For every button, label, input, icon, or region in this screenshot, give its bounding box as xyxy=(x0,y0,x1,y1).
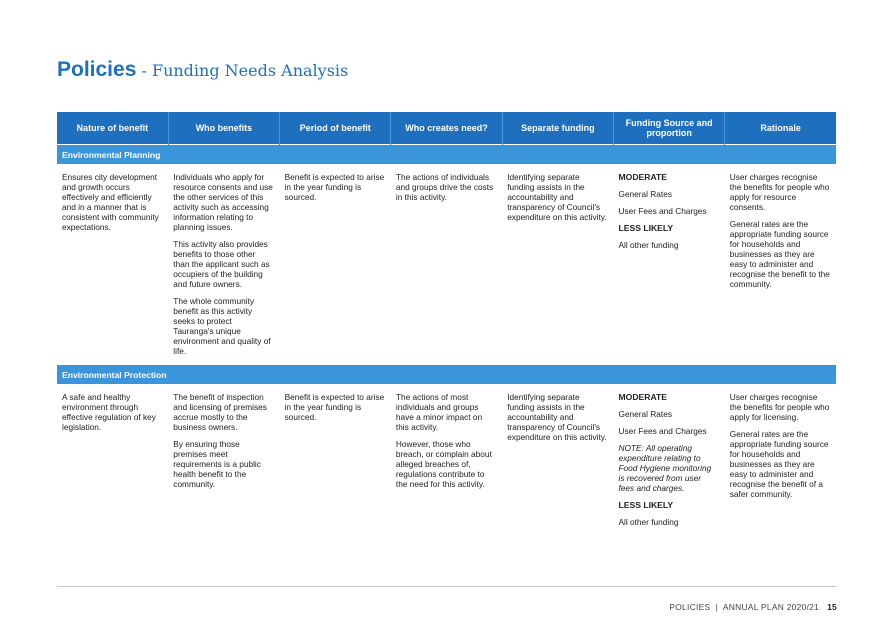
cell-text: The whole community benefit as this acti… xyxy=(173,296,271,356)
cell-period: Benefit is expected to arise in the year… xyxy=(280,384,391,535)
page-title-main: Policies xyxy=(57,58,137,81)
cell-text: Benefit is expected to arise in the year… xyxy=(284,172,385,202)
cell-text: However, those who breach, or complain a… xyxy=(395,439,492,489)
cell-nature: A safe and healthy environment through e… xyxy=(57,384,168,535)
cell-text: Individuals who apply for resource conse… xyxy=(173,172,273,232)
funding-item: User Fees and Charges xyxy=(618,426,707,436)
section-row: Environmental Planning xyxy=(57,144,837,164)
funding-item: All other funding xyxy=(618,517,679,527)
table-row: A safe and healthy environment through e… xyxy=(57,384,836,535)
header-funding-source: Funding Source and proportion xyxy=(613,112,726,145)
header-nature-of-benefit: Nature of benefit xyxy=(57,112,169,145)
footer-divider xyxy=(57,586,837,587)
cell-period: Benefit is expected to arise in the year… xyxy=(280,164,391,365)
footer-text: POLICIES | ANNUAL PLAN 2020/21 xyxy=(669,602,820,612)
cell-who-benefits: The benefit of inspection and licensing … xyxy=(168,384,279,535)
cell-text: Identifying separate funding assists in … xyxy=(507,172,607,222)
cell-text: Benefit is expected to arise in the year… xyxy=(284,392,385,422)
header-separate-funding: Separate funding xyxy=(502,112,614,145)
cell-text: The actions of most individuals and grou… xyxy=(395,392,483,432)
page-title: Policies - Funding Needs Analysis xyxy=(57,58,348,82)
section-row: Environmental Protection xyxy=(57,364,837,384)
cell-text: By ensuring those premises meet requirem… xyxy=(173,439,261,489)
funding-level: MODERATE xyxy=(618,172,668,182)
cell-text: Identifying separate funding assists in … xyxy=(507,392,607,442)
funding-item: All other funding xyxy=(618,240,679,250)
cell-rationale: User charges recognise the benefits for … xyxy=(725,384,836,535)
table-row: Ensures city development and growth occu… xyxy=(57,164,836,365)
funding-item: General Rates xyxy=(618,409,672,419)
funding-level: MODERATE xyxy=(618,392,668,402)
page-title-subtitle: - Funding Needs Analysis xyxy=(136,61,349,80)
header-rationale: Rationale xyxy=(724,112,837,145)
funding-level: LESS LIKELY xyxy=(618,500,674,510)
funding-level: LESS LIKELY xyxy=(618,223,674,233)
cell-text: This activity also provides benefits to … xyxy=(173,239,270,289)
funding-item: User Fees and Charges xyxy=(618,206,707,216)
header-who-benefits: Who benefits xyxy=(168,112,281,145)
header-period-of-benefit: Period of benefit xyxy=(279,112,392,145)
funding-item: General Rates xyxy=(618,189,672,199)
cell-text: General rates are the appropriate fundin… xyxy=(729,219,830,289)
cell-who-creates: The actions of individuals and groups dr… xyxy=(391,164,502,365)
cell-text: General rates are the appropriate fundin… xyxy=(729,429,829,499)
cell-funding-source: MODERATE General Rates User Fees and Cha… xyxy=(613,164,724,365)
cell-nature: Ensures city development and growth occu… xyxy=(57,164,168,365)
cell-text: User charges recognise the benefits for … xyxy=(729,392,830,422)
cell-who-creates: The actions of most individuals and grou… xyxy=(391,384,502,535)
cell-text: A safe and healthy environment through e… xyxy=(62,392,156,432)
funding-needs-table: Nature of benefit Who benefits Period of… xyxy=(57,112,837,535)
cell-separate-funding: Identifying separate funding assists in … xyxy=(502,384,613,535)
table-header-row: Nature of benefit Who benefits Period of… xyxy=(57,112,837,145)
cell-funding-source: MODERATE General Rates User Fees and Cha… xyxy=(613,384,724,535)
section-title: Environmental Planning xyxy=(57,144,837,164)
cell-text: User charges recognise the benefits for … xyxy=(729,172,830,212)
page-number: 15 xyxy=(827,602,837,612)
cell-text: The actions of individuals and groups dr… xyxy=(395,172,494,202)
cell-text: Ensures city development and growth occu… xyxy=(62,172,159,232)
cell-separate-funding: Identifying separate funding assists in … xyxy=(502,164,613,365)
cell-who-benefits: Individuals who apply for resource conse… xyxy=(168,164,279,365)
cell-rationale: User charges recognise the benefits for … xyxy=(725,164,836,365)
funding-note: NOTE: All operating expenditure relating… xyxy=(618,443,712,493)
page-footer: POLICIES | ANNUAL PLAN 2020/21 15 xyxy=(669,602,837,612)
section-title: Environmental Protection xyxy=(57,364,837,384)
header-who-creates-need: Who creates need? xyxy=(390,112,503,145)
cell-text: The benefit of inspection and licensing … xyxy=(173,392,267,432)
